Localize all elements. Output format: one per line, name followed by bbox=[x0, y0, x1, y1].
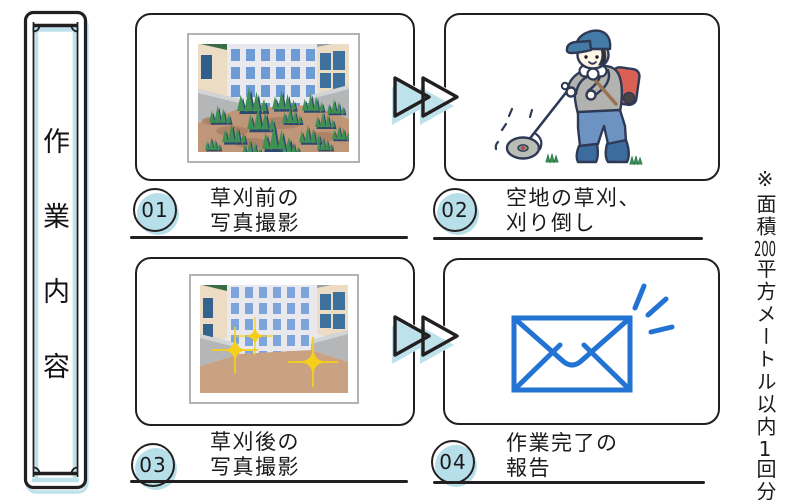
banner-title: 作 業 内 容 bbox=[29, 24, 84, 480]
motion-dashes bbox=[494, 107, 534, 151]
step4-label: 作業完了の 報告 bbox=[506, 431, 619, 480]
step1-number-badge: 01 bbox=[133, 188, 179, 235]
label-line: 報告 bbox=[506, 455, 551, 480]
step3-label: 草刈後の 写真撮影 bbox=[210, 430, 300, 479]
photo-after-illustration bbox=[189, 274, 359, 404]
badge-ring bbox=[131, 443, 175, 487]
banner-char: 作 bbox=[43, 127, 70, 158]
mowing-person-illustration bbox=[494, 29, 643, 166]
note-count: 1 bbox=[758, 438, 772, 459]
note-middle: 平方メートル以内 bbox=[753, 258, 777, 439]
grass-tufts bbox=[545, 153, 643, 166]
note-suffix: 回分 bbox=[753, 458, 777, 500]
banner-char: 業 bbox=[43, 202, 70, 233]
emphasis-dash bbox=[648, 324, 675, 335]
label-line: 草刈後の bbox=[210, 430, 300, 454]
badge-ring bbox=[133, 188, 177, 232]
step1-label: 草刈前の 写真撮影 bbox=[210, 186, 300, 235]
double-arrow-icon bbox=[392, 312, 463, 364]
label-line: 写真撮影 bbox=[210, 210, 300, 235]
step-number: 03 bbox=[139, 453, 167, 477]
note-area-value: 200 bbox=[754, 238, 776, 259]
label-line: 空地の草刈、 bbox=[506, 186, 641, 210]
photo-before-illustration bbox=[187, 33, 360, 163]
label-line: 写真撮影 bbox=[210, 454, 300, 479]
step2-underline bbox=[433, 237, 703, 240]
label-line: 刈り倒し bbox=[506, 210, 596, 235]
banner-char: 内 bbox=[43, 277, 70, 308]
emphasis-dash bbox=[632, 283, 647, 311]
step4-number-badge: 04 bbox=[431, 440, 477, 487]
label-line: 作業完了の bbox=[506, 431, 619, 455]
step4-underline bbox=[433, 481, 705, 484]
step-number: 02 bbox=[441, 198, 469, 222]
label-line: 草刈前の bbox=[210, 186, 300, 210]
note-prefix: ※面積 bbox=[753, 167, 777, 239]
step-number: 04 bbox=[439, 450, 467, 474]
double-arrow-icon bbox=[392, 73, 463, 125]
step3-number-badge: 03 bbox=[131, 443, 177, 490]
badge-ring bbox=[433, 188, 477, 232]
banner-frame bbox=[23, 10, 89, 494]
work-content-banner: 作 業 内 容 bbox=[23, 10, 90, 494]
area-limit-note: ※面積200平方メートル以内1回分 bbox=[748, 167, 782, 500]
face bbox=[584, 55, 599, 65]
emphasis-dash bbox=[645, 296, 669, 318]
step2-label: 空地の草刈、 刈り倒し bbox=[506, 186, 641, 235]
step1-underline bbox=[130, 236, 408, 239]
envelope-icon bbox=[511, 283, 675, 393]
step-number: 01 bbox=[141, 198, 169, 222]
step2-number-badge: 02 bbox=[433, 188, 479, 235]
banner-char: 容 bbox=[43, 352, 70, 383]
step3-underline bbox=[130, 480, 408, 483]
